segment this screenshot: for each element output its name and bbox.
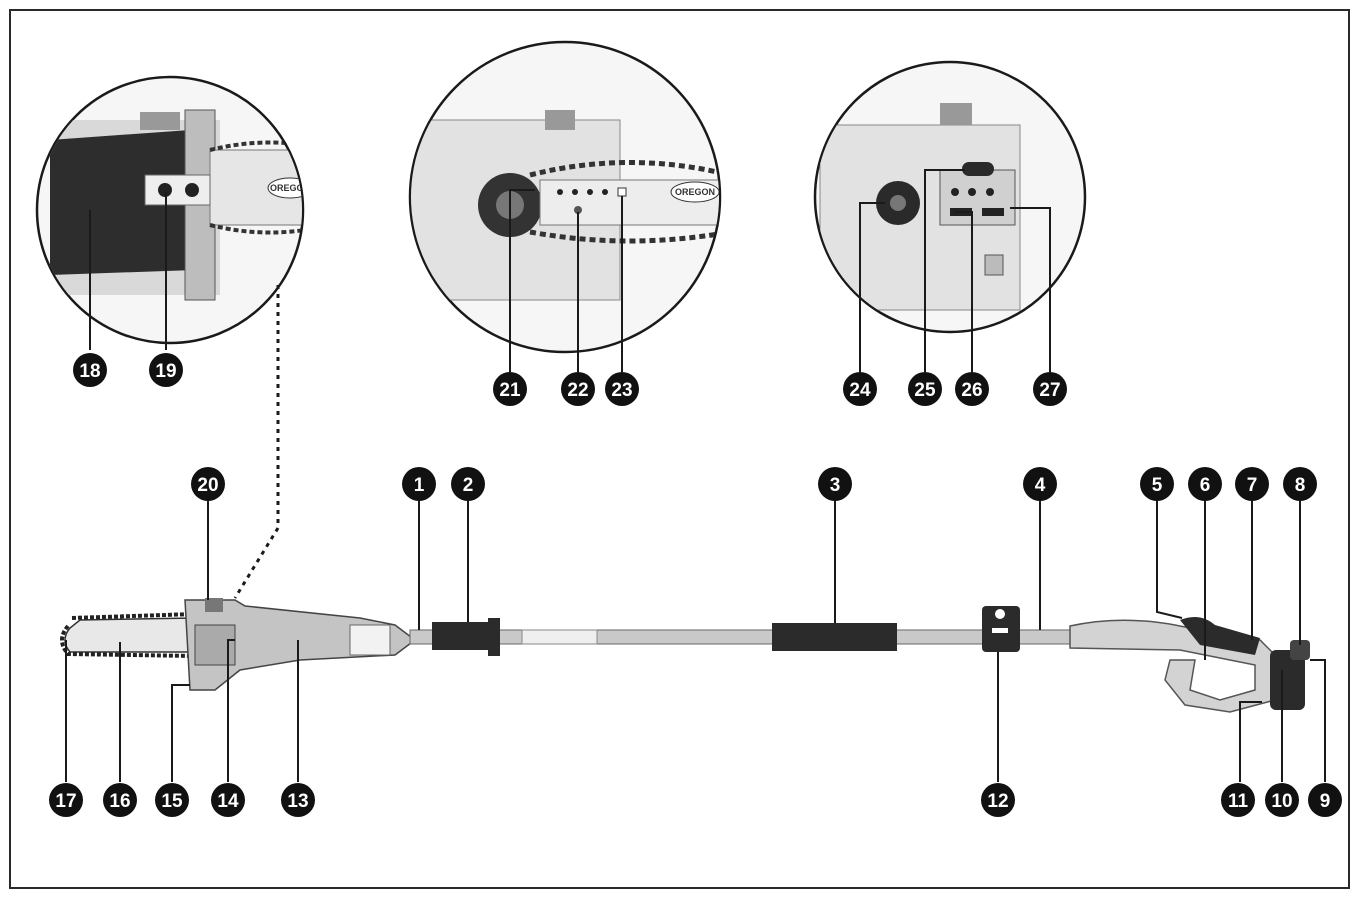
svg-text:15: 15 — [161, 791, 183, 812]
svg-text:17: 17 — [55, 791, 76, 812]
callout-21: 21 — [493, 372, 527, 406]
callout-12: 12 — [981, 783, 1015, 817]
brand-label-1: OREGON — [270, 183, 310, 193]
callout-26: 26 — [955, 372, 989, 406]
svg-text:14: 14 — [217, 791, 239, 812]
svg-text:11: 11 — [1228, 791, 1249, 812]
callout-22: 22 — [561, 372, 595, 406]
svg-text:12: 12 — [987, 791, 1008, 812]
svg-text:23: 23 — [611, 380, 632, 401]
diagram-frame — [9, 9, 1350, 889]
callout-17: 17 — [49, 783, 83, 817]
detail-link-dotted-line — [233, 285, 280, 599]
svg-text:3: 3 — [830, 475, 841, 496]
callout-9: 9 — [1308, 783, 1342, 817]
svg-text:25: 25 — [914, 380, 936, 401]
callout-25: 25 — [908, 372, 942, 406]
callout-15: 15 — [155, 783, 189, 817]
detail-view-bar-mount: OREGON — [35, 75, 310, 350]
callout-2: 2 — [451, 467, 485, 501]
detail-view-tensioner — [813, 60, 1087, 372]
svg-text:4: 4 — [1035, 475, 1046, 496]
svg-text:6: 6 — [1200, 475, 1211, 496]
callout-1: 1 — [402, 467, 436, 501]
callout-14: 14 — [211, 783, 245, 817]
svg-text:27: 27 — [1039, 380, 1060, 401]
svg-text:10: 10 — [1271, 791, 1292, 812]
callout-7: 7 — [1235, 467, 1269, 501]
svg-text:8: 8 — [1295, 475, 1306, 496]
svg-text:19: 19 — [155, 361, 176, 382]
callout-6: 6 — [1188, 467, 1222, 501]
svg-text:26: 26 — [961, 380, 982, 401]
callout-3: 3 — [818, 467, 852, 501]
callout-10: 10 — [1265, 783, 1299, 817]
svg-text:16: 16 — [109, 791, 130, 812]
svg-text:7: 7 — [1247, 475, 1258, 496]
callout-19: 19 — [149, 353, 183, 387]
svg-text:24: 24 — [849, 380, 871, 401]
pole-saw-tool — [60, 598, 1310, 713]
callout-23: 23 — [605, 372, 639, 406]
svg-text:9: 9 — [1320, 791, 1331, 812]
callout-13: 13 — [281, 783, 315, 817]
callout-11: 11 — [1221, 783, 1255, 817]
callout-20: 20 — [191, 467, 225, 501]
callout-4: 4 — [1023, 467, 1057, 501]
brand-label-2: OREGON — [675, 187, 715, 197]
svg-text:20: 20 — [197, 475, 218, 496]
svg-text:22: 22 — [567, 380, 588, 401]
callout-24: 24 — [843, 372, 877, 406]
detail-view-sprocket: OREGON — [408, 40, 722, 372]
leader-lines — [65, 500, 1326, 782]
callout-18: 18 — [73, 353, 107, 387]
callout-8: 8 — [1283, 467, 1317, 501]
svg-text:2: 2 — [463, 475, 474, 496]
callout-16: 16 — [103, 783, 137, 817]
callout-27: 27 — [1033, 372, 1067, 406]
svg-text:13: 13 — [287, 791, 308, 812]
svg-text:21: 21 — [499, 380, 521, 401]
svg-text:18: 18 — [79, 361, 100, 382]
svg-text:1: 1 — [414, 475, 425, 496]
callout-5: 5 — [1140, 467, 1174, 501]
callout-markers: 1 2 3 4 5 6 7 8 9 10 11 12 13 14 15 16 1… — [49, 353, 1342, 817]
svg-text:5: 5 — [1152, 475, 1163, 496]
